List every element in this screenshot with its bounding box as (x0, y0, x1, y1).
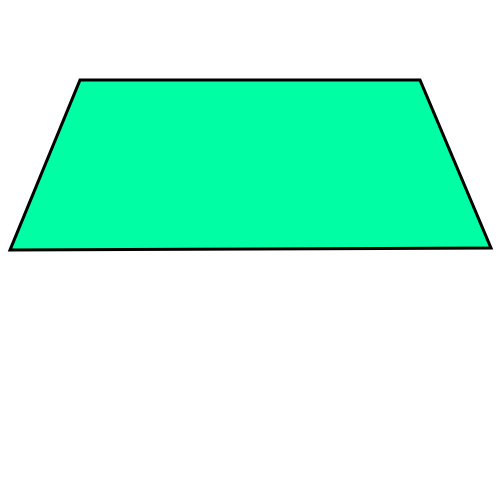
trapezoid-outline (7, 78, 494, 252)
trapezoid-shape (10, 80, 491, 250)
